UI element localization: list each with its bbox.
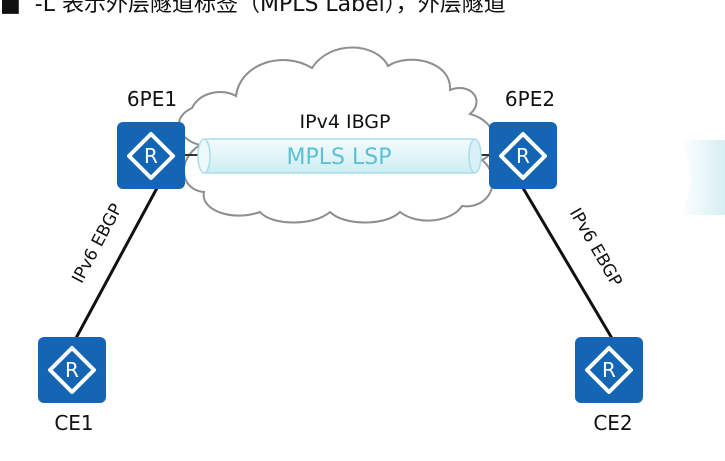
next-arrow-shape bbox=[680, 140, 725, 215]
ipv4-cloud bbox=[178, 46, 496, 224]
router-icon bbox=[38, 337, 106, 403]
tunnel-label: MPLS LSP bbox=[287, 145, 392, 170]
svg-text:R: R bbox=[144, 144, 158, 168]
router-icon bbox=[489, 122, 557, 189]
link-right-label: IPv6 EBGP bbox=[565, 205, 626, 290]
link-pe2-ce2 bbox=[521, 187, 615, 341]
svg-text:R: R bbox=[65, 358, 79, 382]
tunnel-right-cap bbox=[468, 138, 482, 174]
link-left-label: IPv6 EBGP bbox=[68, 201, 127, 287]
pe2-label: 6PE2 bbox=[505, 87, 555, 111]
pe1-label: 6PE1 bbox=[127, 87, 177, 111]
router-ce2: R bbox=[575, 337, 643, 403]
tunnel-left-cap bbox=[197, 138, 211, 174]
svg-text:R: R bbox=[516, 144, 530, 168]
ce1-label: CE1 bbox=[54, 411, 93, 435]
router-icon bbox=[575, 337, 643, 403]
router-pe2: R bbox=[489, 122, 557, 189]
link-ce1-pe1 bbox=[73, 187, 159, 341]
router-pe1: R bbox=[117, 122, 185, 189]
router-icon bbox=[117, 122, 185, 189]
top-text: ■ ‘-L’表示外层隧道标签（MPLS Label），外层隧道 bbox=[0, 0, 506, 14]
ce2-label: CE2 bbox=[593, 411, 632, 435]
svg-text:R: R bbox=[602, 358, 616, 382]
cloud-label: IPv4 IBGP bbox=[300, 111, 391, 133]
router-ce1: R bbox=[38, 337, 106, 403]
